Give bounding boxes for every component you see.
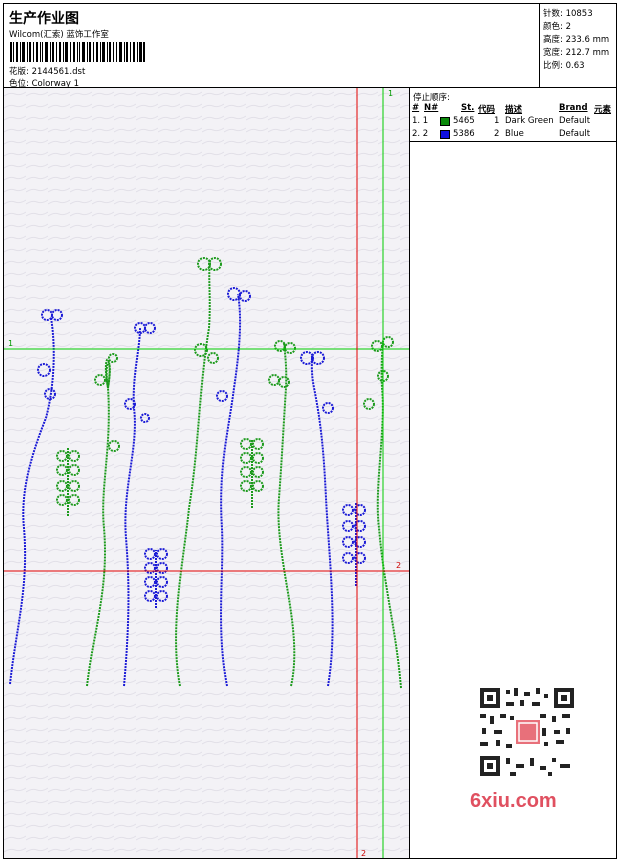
row-description: Dark Green [505, 116, 554, 126]
guide-red-v-label: 2 [361, 849, 366, 858]
stop-sequence-title: 停止顺序: [413, 93, 450, 103]
stats-panel: 针数: 10853 颜色: 2 高度: 233.6 mm 宽度: 212.7 m… [539, 3, 617, 88]
col-header-stitches: St. [461, 103, 475, 113]
barcode [10, 42, 145, 62]
blue-stitches [9, 287, 366, 687]
table-row[interactable]: 2. 2 5386 2 Blue Default [410, 129, 616, 141]
guide-red-h-label: 2 [396, 561, 401, 570]
embroidery-preview: 1 1 2 2 [4, 88, 409, 858]
colorway-label: 色位: [9, 79, 29, 89]
header-panel: 生产作业图 Wilcom(汇索) 蓝饰工作室 花版: 2144561.dst 色… [3, 3, 540, 89]
colorway-line: 色位: Colorway 1 [9, 77, 79, 89]
col-header-code: 代码 [478, 105, 496, 115]
notes-area [409, 141, 617, 859]
watermark-logo: 6xiu.com [470, 790, 557, 812]
stat-width: 宽度: 212.7 mm [543, 48, 610, 58]
row-brand: Default [559, 116, 591, 126]
row-code: 1 [494, 116, 500, 126]
stat-stitches: 针数: 10853 [543, 9, 593, 19]
guide-green-h-label: 1 [8, 339, 13, 348]
row-brand: Default [559, 129, 591, 139]
col-header-number: N# [424, 103, 439, 113]
row-code: 2 [494, 129, 500, 139]
col-header-index: # [412, 103, 420, 113]
row-stitches: 5386 [453, 129, 475, 139]
color-swatch [440, 130, 450, 139]
table-row[interactable]: 1. 1 5465 1 Dark Green Default [410, 116, 616, 128]
row-description: Blue [505, 129, 524, 139]
design-canvas[interactable]: 1 1 2 2 [3, 87, 410, 859]
col-header-description: 描述 [505, 105, 523, 115]
row-number: 1. 1 [412, 116, 429, 126]
subtitle: Wilcom(汇索) 蓝饰工作室 [9, 30, 109, 40]
green-stitches [56, 257, 402, 689]
row-stitches: 5465 [453, 116, 475, 126]
stat-colors: 颜色: 2 [543, 22, 571, 32]
page-title: 生产作业图 [9, 11, 79, 27]
qr-code [470, 680, 585, 810]
guide-green-v-label: 1 [388, 89, 393, 98]
stat-scale: 比例: 0.63 [543, 61, 585, 71]
pattern-label: 花版: [9, 67, 29, 77]
pattern-line: 花版: 2144561.dst [9, 65, 85, 77]
row-number: 2. 2 [412, 129, 429, 139]
pattern-value: 2144561.dst [31, 67, 86, 77]
stat-height: 高度: 233.6 mm [543, 35, 610, 45]
col-header-element: 元素 [594, 105, 612, 115]
colorway-value: Colorway 1 [31, 79, 80, 89]
stop-sequence-panel: 停止顺序: # N# St. 代码 描述 Brand 元素 1. 1 5465 … [409, 87, 617, 142]
color-swatch [440, 117, 450, 126]
col-header-brand: Brand [559, 103, 588, 113]
